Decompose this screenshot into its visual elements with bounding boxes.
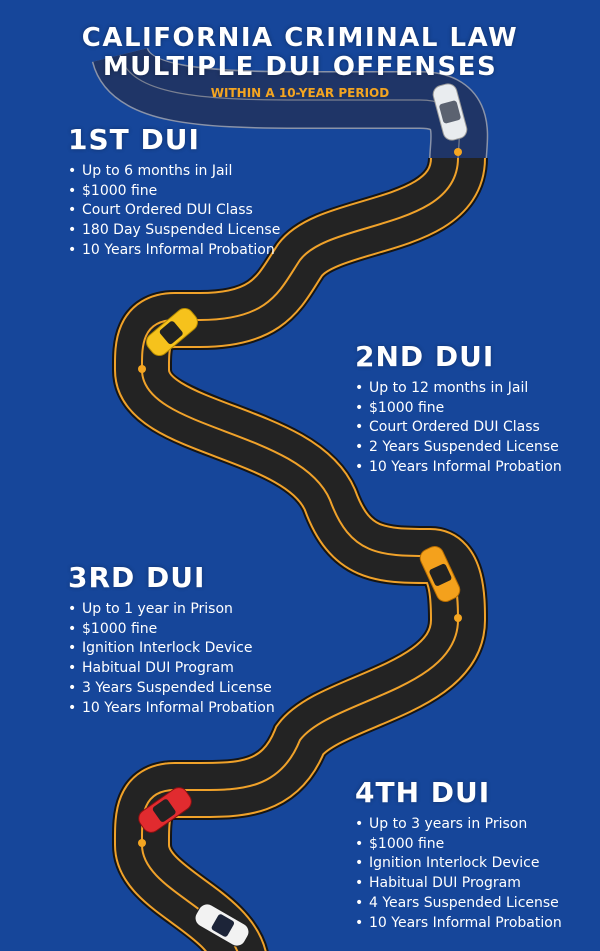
orange-car-icon [419, 546, 461, 602]
list-item: 10 Years Informal Probation [68, 699, 275, 719]
section-3rd-dui: 3RD DUI Up to 1 year in Prison $1000 fin… [68, 562, 275, 718]
penalty-list: Up to 1 year in Prison $1000 fine Igniti… [68, 600, 275, 718]
list-item: Ignition Interlock Device [355, 854, 562, 874]
penalty-list: Up to 6 months in Jail $1000 fine Court … [68, 162, 280, 261]
list-item: Habitual DUI Program [355, 874, 562, 894]
list-item: Up to 1 year in Prison [68, 600, 275, 620]
section-2nd-dui: 2ND DUI Up to 12 months in Jail $1000 fi… [355, 341, 562, 478]
list-item: 10 Years Informal Probation [355, 458, 562, 478]
subtitle: WITHIN A 10-YEAR PERIOD [210, 86, 390, 100]
penalty-list: Up to 12 months in Jail $1000 fine Court… [355, 379, 562, 478]
yellow-car-icon [146, 307, 198, 357]
list-item: 10 Years Informal Probation [68, 241, 280, 261]
section-heading: 4TH DUI [355, 776, 491, 809]
section-heading: 3RD DUI [68, 561, 206, 594]
police-car-icon [194, 903, 250, 947]
list-item: Up to 3 years in Prison [355, 815, 562, 835]
section-heading: 1ST DUI [68, 123, 200, 156]
list-item: Court Ordered DUI Class [68, 201, 280, 221]
title-line-2: MULTIPLE DUI OFFENSES [102, 52, 498, 82]
list-item: $1000 fine [68, 620, 275, 640]
red-car-icon [138, 787, 192, 833]
section-heading: 2ND DUI [355, 340, 495, 373]
section-4th-dui: 4TH DUI Up to 3 years in Prison $1000 fi… [355, 777, 562, 933]
milestone-dot [454, 148, 462, 156]
list-item: $1000 fine [355, 399, 562, 419]
list-item: 2 Years Suspended License [355, 438, 562, 458]
milestone-dot [138, 839, 146, 847]
title-line-1: CALIFORNIA CRIMINAL LAW [81, 23, 519, 53]
list-item: Court Ordered DUI Class [355, 418, 562, 438]
list-item: $1000 fine [68, 182, 280, 202]
milestone-dot [454, 614, 462, 622]
list-item: Up to 6 months in Jail [68, 162, 280, 182]
section-1st-dui: 1ST DUI Up to 6 months in Jail $1000 fin… [68, 124, 280, 261]
penalty-list: Up to 3 years in Prison $1000 fine Ignit… [355, 815, 562, 933]
list-item: 180 Day Suspended License [68, 221, 280, 241]
list-item: Ignition Interlock Device [68, 639, 275, 659]
list-item: 4 Years Suspended License [355, 894, 562, 914]
road [111, 154, 489, 951]
list-item: Up to 12 months in Jail [355, 379, 562, 399]
list-item: $1000 fine [355, 835, 562, 855]
list-item: 3 Years Suspended License [68, 679, 275, 699]
list-item: Habitual DUI Program [68, 659, 275, 679]
list-item: 10 Years Informal Probation [355, 914, 562, 934]
milestone-dot [138, 365, 146, 373]
white-car-icon [432, 83, 468, 141]
milestone-dots [138, 148, 462, 847]
